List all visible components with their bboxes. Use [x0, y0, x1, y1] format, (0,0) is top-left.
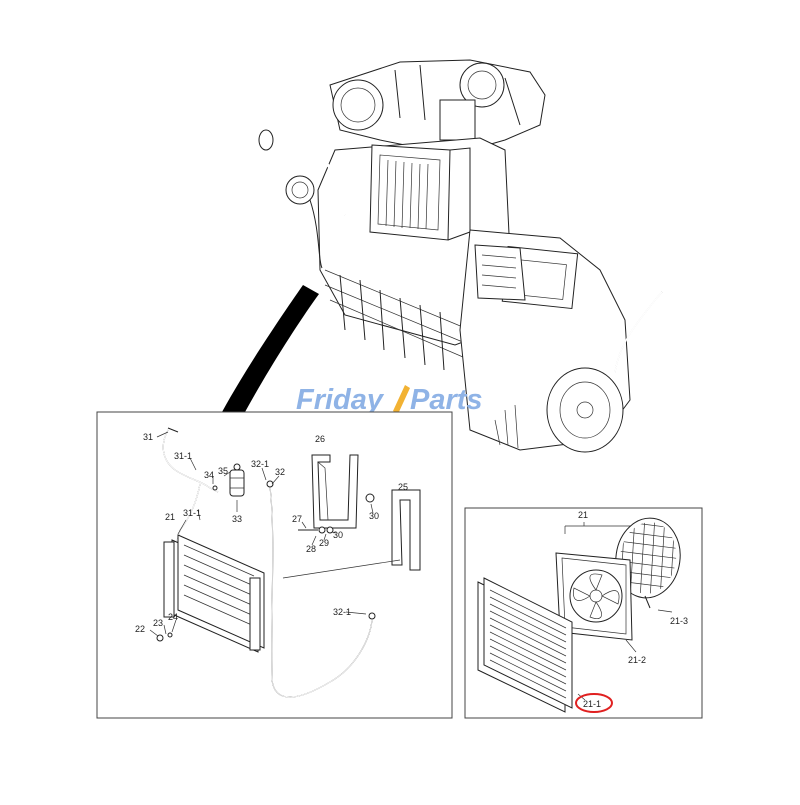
watermark-text-2: Parts: [410, 384, 483, 416]
pointer-wedge: [222, 285, 319, 412]
callout-31-1: 31-1: [174, 451, 192, 461]
watermark-text-1: Friday: [296, 384, 385, 416]
callout-34: 34: [204, 470, 214, 480]
callout-21-right: 21: [578, 510, 588, 520]
callout-21-1-highlight: [575, 693, 613, 713]
callout-22: 22: [135, 624, 145, 634]
callout-27: 27: [292, 514, 302, 524]
callout-28: 28: [306, 544, 316, 554]
left-leader-lines: [149, 431, 401, 637]
callout-29: 29: [319, 538, 329, 548]
left-parts-panel: 31 31-1 34 35 33 32-1 32 26 25 21 31-1 2…: [96, 411, 453, 719]
callout-35: 35: [218, 466, 228, 476]
callout-33: 33: [232, 514, 242, 524]
watermark-swoosh-icon: [393, 385, 410, 414]
callout-21-1: 21-1: [583, 699, 601, 709]
callout-26: 26: [315, 434, 325, 444]
engine-assembly: [258, 59, 663, 453]
condenser-core: [477, 577, 573, 713]
callout-31-1b: 31-1: [183, 508, 201, 518]
callout-23: 23: [153, 618, 163, 628]
grille-guard: [615, 517, 681, 609]
callout-24: 24: [168, 612, 178, 622]
callout-30: 30: [333, 530, 343, 540]
callout-21-2: 21-2: [628, 655, 646, 665]
callout-21: 21: [165, 512, 175, 522]
callout-25: 25: [398, 482, 408, 492]
fan-shroud: [555, 552, 633, 641]
callout-32-1b: 32-1: [333, 607, 351, 617]
right-parts-panel: 21 21-3 21-2 21-1: [464, 507, 703, 719]
callout-21-3: 21-3: [670, 616, 688, 626]
callout-32-1: 32-1: [251, 459, 269, 469]
watermark: Friday Parts: [296, 384, 483, 416]
callout-30b: 30: [369, 511, 379, 521]
callout-31: 31: [143, 432, 153, 442]
callout-32: 32: [275, 467, 285, 477]
